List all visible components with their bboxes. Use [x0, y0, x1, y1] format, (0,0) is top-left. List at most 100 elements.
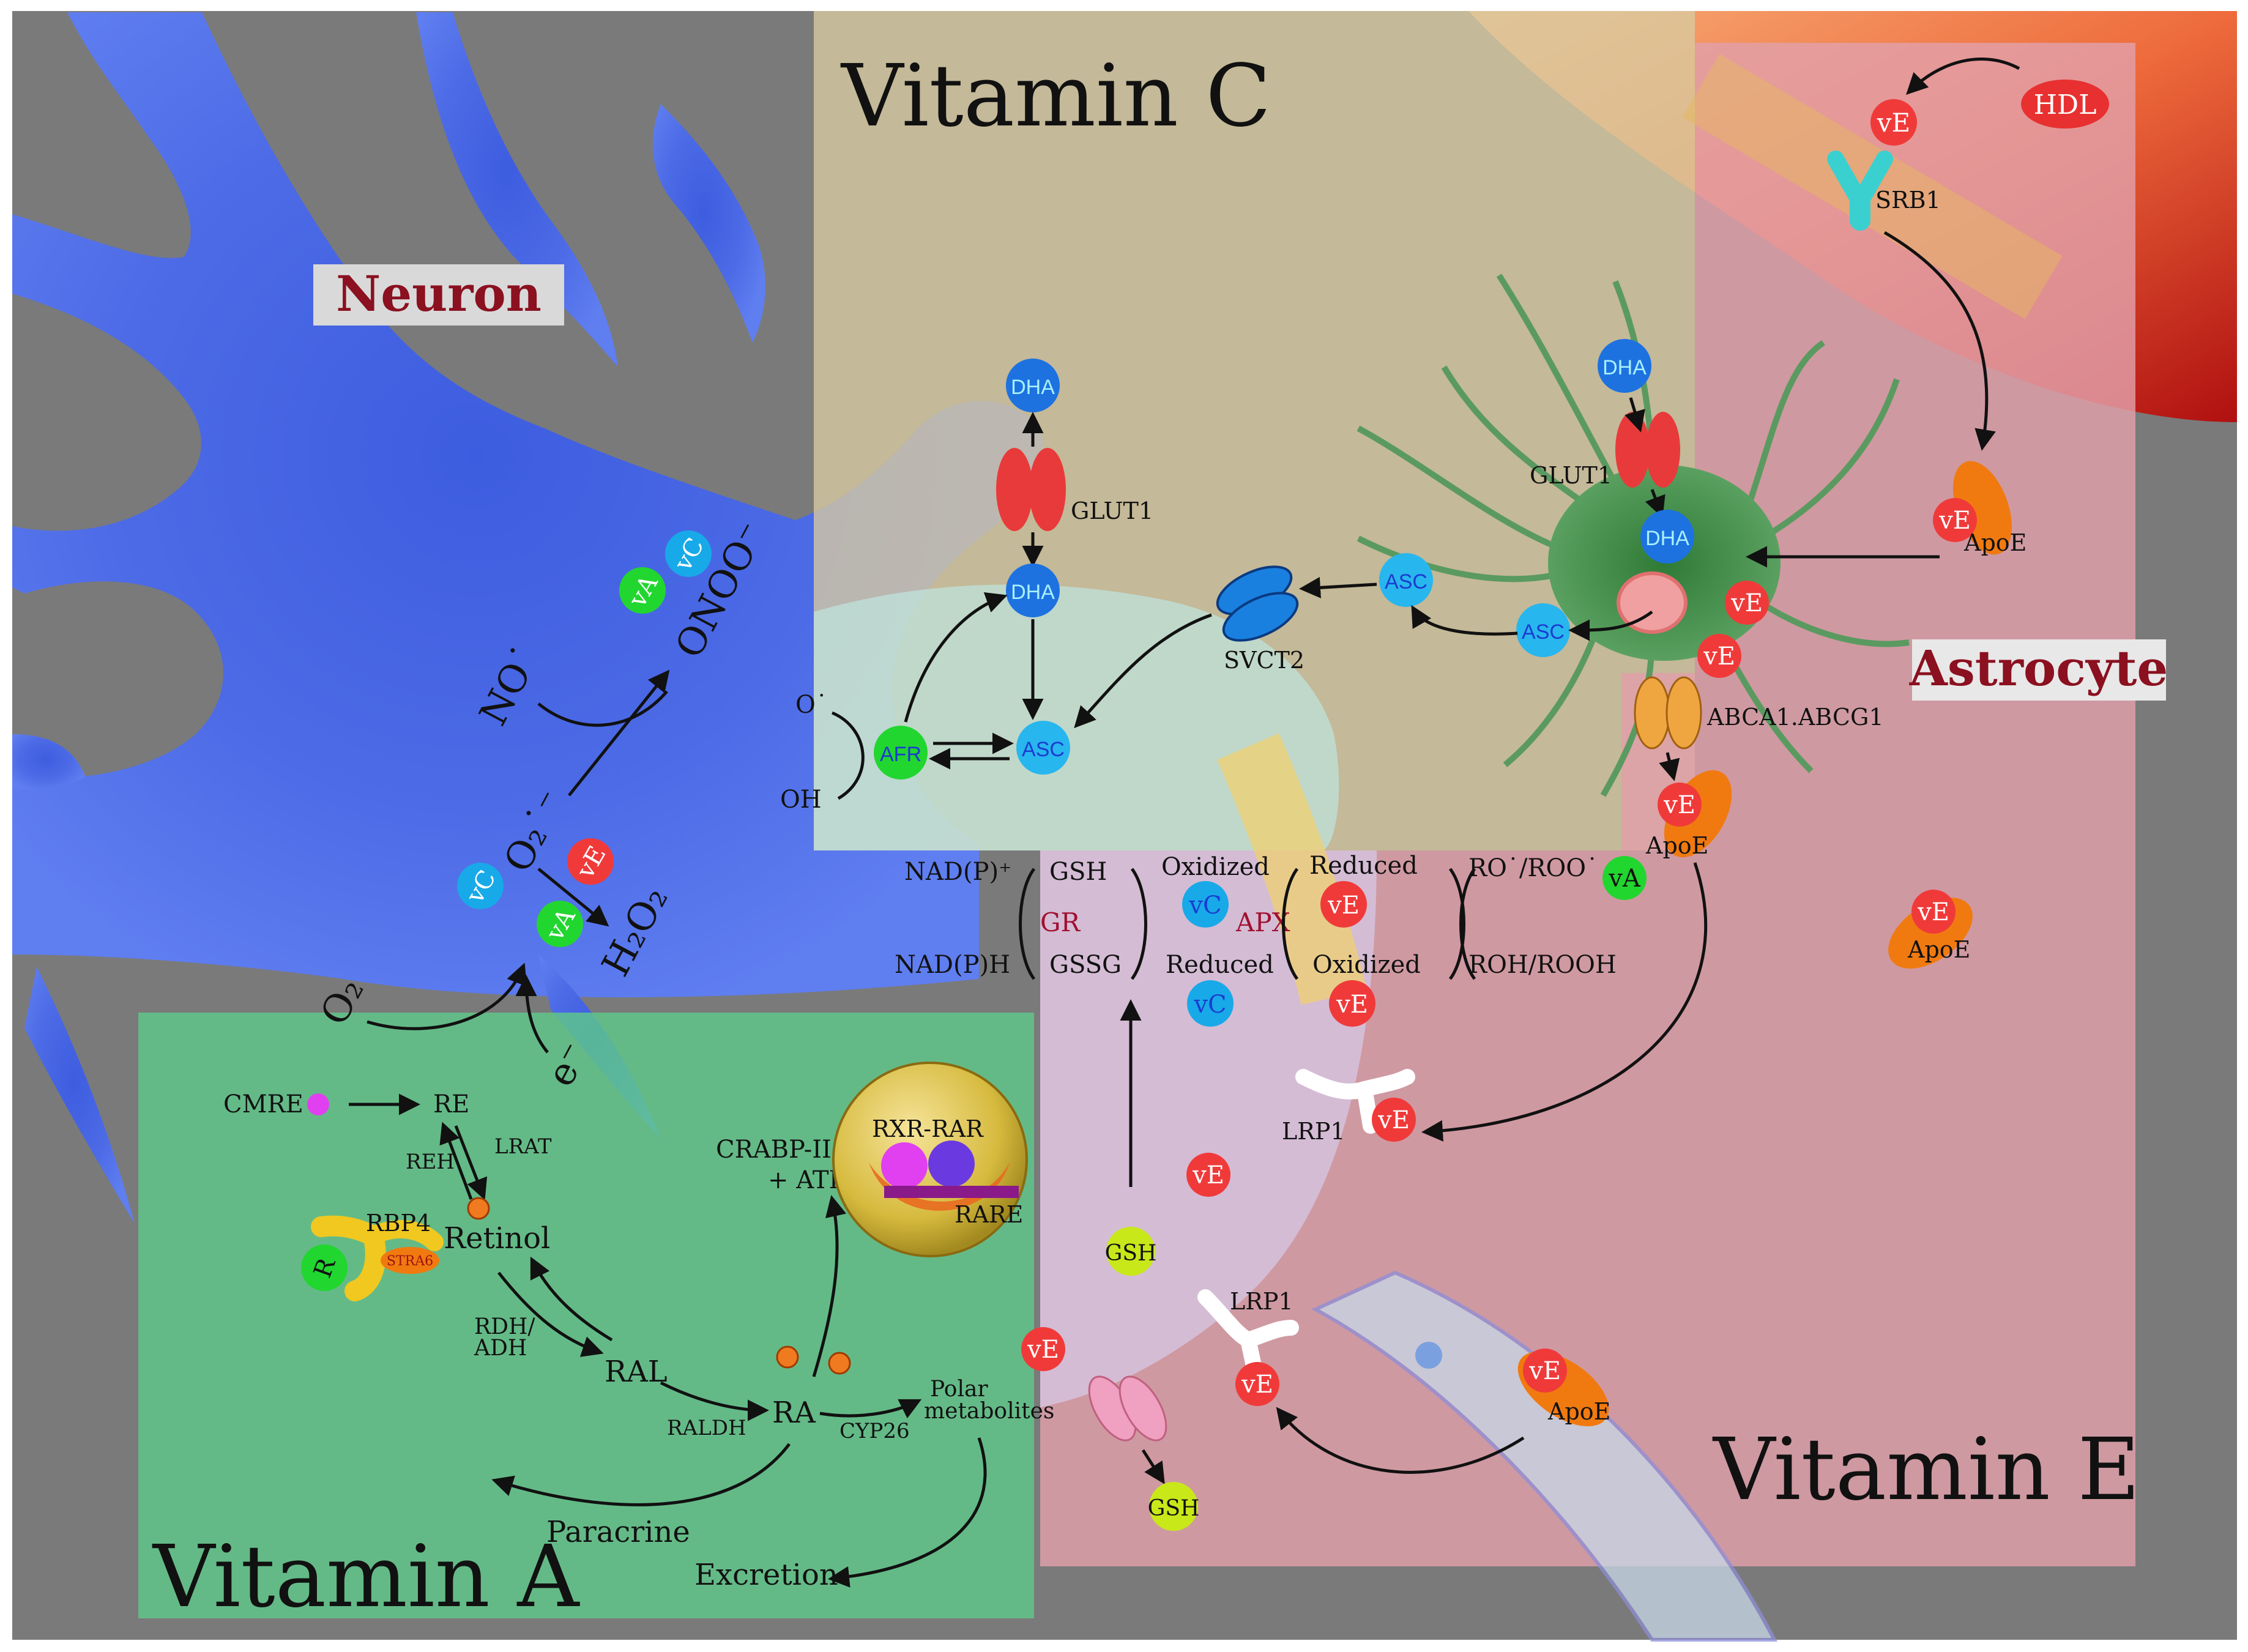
- asc-astro-label: ASC: [1522, 620, 1565, 644]
- rare-label: RARE: [955, 1201, 1023, 1228]
- r-retinol: [301, 1245, 348, 1291]
- arrow-no-onoo: [537, 690, 668, 727]
- neuron-label: Neuron: [336, 265, 542, 322]
- vc-oxidized-label: vC: [1188, 891, 1221, 920]
- abca1-label: ABCA1.ABCG1: [1706, 704, 1884, 731]
- stra6-shape: [381, 1247, 439, 1274]
- arrow-glut1-dha-astro: [1645, 489, 1666, 518]
- glut1-astro-b: [1646, 412, 1680, 488]
- lipid-bilayer: [1217, 733, 1367, 1005]
- reh-label: REH: [406, 1150, 455, 1174]
- ve-srb1: [1870, 99, 1917, 146]
- arrow-retinol-re: [439, 1122, 473, 1200]
- vitamin-a-pathway: CMRE RE LRAT REH Retinol RDH/ ADH RAL RA…: [223, 1090, 1054, 1592]
- ve-apoe-top: [1933, 498, 1977, 542]
- arrow-ra-crabp: [812, 1195, 847, 1377]
- re-label: RE: [433, 1090, 469, 1118]
- nadph-label: NAD(P)H: [895, 951, 1010, 979]
- adh-label: ADH: [474, 1336, 527, 1361]
- arrow-srb1-apoe: [1883, 231, 1996, 451]
- paracrine-label: Paracrine: [546, 1515, 690, 1549]
- ve-lower-left: [1021, 1327, 1065, 1371]
- oxidized-right-label: Oxidized: [1312, 951, 1421, 979]
- gssg-label: GSSG: [1049, 951, 1122, 979]
- arrow-ral-ra: [660, 1381, 769, 1421]
- gr-curve-right: [1130, 868, 1147, 980]
- gsh-bottom: [1149, 1482, 1198, 1531]
- arrow-vesicle-asc: [1568, 610, 1653, 641]
- ve-lrp1-upper: [1372, 1098, 1416, 1142]
- ve-srb1-label: vE: [1877, 108, 1910, 138]
- o-radical-label: O˙: [795, 691, 828, 719]
- ve-oxidized-label: vE: [1336, 991, 1368, 1019]
- ve-apoe-top-label: vE: [1938, 507, 1971, 535]
- ros-curve: [1459, 868, 1476, 980]
- asc-astro: [1516, 603, 1570, 657]
- rare-dna: [884, 1186, 1019, 1198]
- gsh-redox-label: GSH: [1049, 858, 1107, 886]
- svct2-label: SVCT2: [1224, 647, 1305, 674]
- astro-vesicle: [1617, 571, 1688, 634]
- ve-oxidized: [1329, 980, 1375, 1027]
- afr-label: AFR: [880, 743, 921, 766]
- polar-label-2: metabolites: [924, 1399, 1054, 1424]
- dha-astro: [1640, 510, 1694, 564]
- hdl-particle: [2021, 80, 2109, 128]
- arrow-o2-radical: [367, 962, 527, 1030]
- oxidized-left-label: Oxidized: [1161, 853, 1270, 881]
- ve-reduced-label: vE: [1327, 891, 1360, 920]
- arrow-asc-asc: [1411, 605, 1518, 636]
- rbp4-stra6: STRA6 R: [301, 1215, 444, 1301]
- arrow-re-retinol: [454, 1125, 488, 1200]
- apx-label: APX: [1235, 907, 1290, 937]
- arrow-ra-paracrine: [491, 1443, 791, 1506]
- asc-main-label: ASC: [1022, 738, 1065, 761]
- apoe-right-label: ApoE: [1907, 936, 1970, 963]
- glut1-label: GLUT1: [1071, 497, 1153, 524]
- vc-neuron: [457, 863, 504, 909]
- arrow-hdl-srb1: [1906, 58, 2020, 95]
- arrow-ral-retinol: [530, 1256, 613, 1342]
- arrow-retinol-ral: [497, 1271, 604, 1357]
- ve-apoe-mid-label: vE: [1663, 791, 1695, 819]
- arrow-ra-polar: [819, 1399, 922, 1419]
- arrow-o2-h2o2: [537, 868, 609, 927]
- apx-curve-right: [1448, 868, 1465, 980]
- lrp1-upper: [1295, 1069, 1415, 1134]
- apx-curve-left: [1282, 868, 1299, 980]
- abca1-b: [1666, 676, 1702, 750]
- ve-astro-1-label: vE: [1730, 589, 1763, 617]
- vc-oxidized: [1182, 881, 1229, 928]
- ve-apoe-right-label: vE: [1917, 898, 1949, 926]
- vitamin-a-title: Vitamin A: [152, 1527, 580, 1627]
- crabp-label: CRABP-II: [716, 1136, 832, 1164]
- ve-astro-2: [1697, 634, 1741, 678]
- va-neuron: [537, 901, 583, 947]
- arrow-o2-onoo: [568, 669, 670, 797]
- dha-mid: [1006, 564, 1060, 617]
- vc-neuron-top: [665, 530, 712, 577]
- reduced-left-label: Reduced: [1166, 951, 1274, 979]
- lrp1-lower-label: LRP1: [1230, 1288, 1293, 1315]
- glut1-astro-label: GLUT1: [1530, 462, 1612, 489]
- ve-reduced: [1320, 881, 1367, 928]
- nucleus: [832, 1062, 1028, 1257]
- ve-apoe-bottom: [1523, 1349, 1567, 1393]
- arrow-gsh-out: [1141, 1449, 1165, 1484]
- astrocyte-label: Astrocyte: [1909, 639, 2168, 697]
- lrp1-upper-label: LRP1: [1282, 1118, 1345, 1145]
- hdl-label: HDL: [2034, 89, 2097, 121]
- ve-lrp1-upper-label: vE: [1377, 1106, 1410, 1134]
- arrow-e-radical: [515, 975, 549, 1054]
- vitamin-e-title: Vitamin E: [1712, 1420, 2140, 1520]
- asc-main: [1016, 721, 1070, 775]
- astrocyte-label-box: [1912, 639, 2166, 701]
- ra-dot-a: [776, 1345, 799, 1369]
- glut1-astro-a: [1615, 412, 1650, 488]
- stra6-label: STRA6: [387, 1254, 433, 1269]
- apoe-mid-label: ApoE: [1645, 832, 1708, 859]
- glut1-a: [996, 448, 1033, 531]
- arrow-asc-svct2: [1299, 576, 1377, 598]
- va-redox-label: vA: [1608, 865, 1641, 893]
